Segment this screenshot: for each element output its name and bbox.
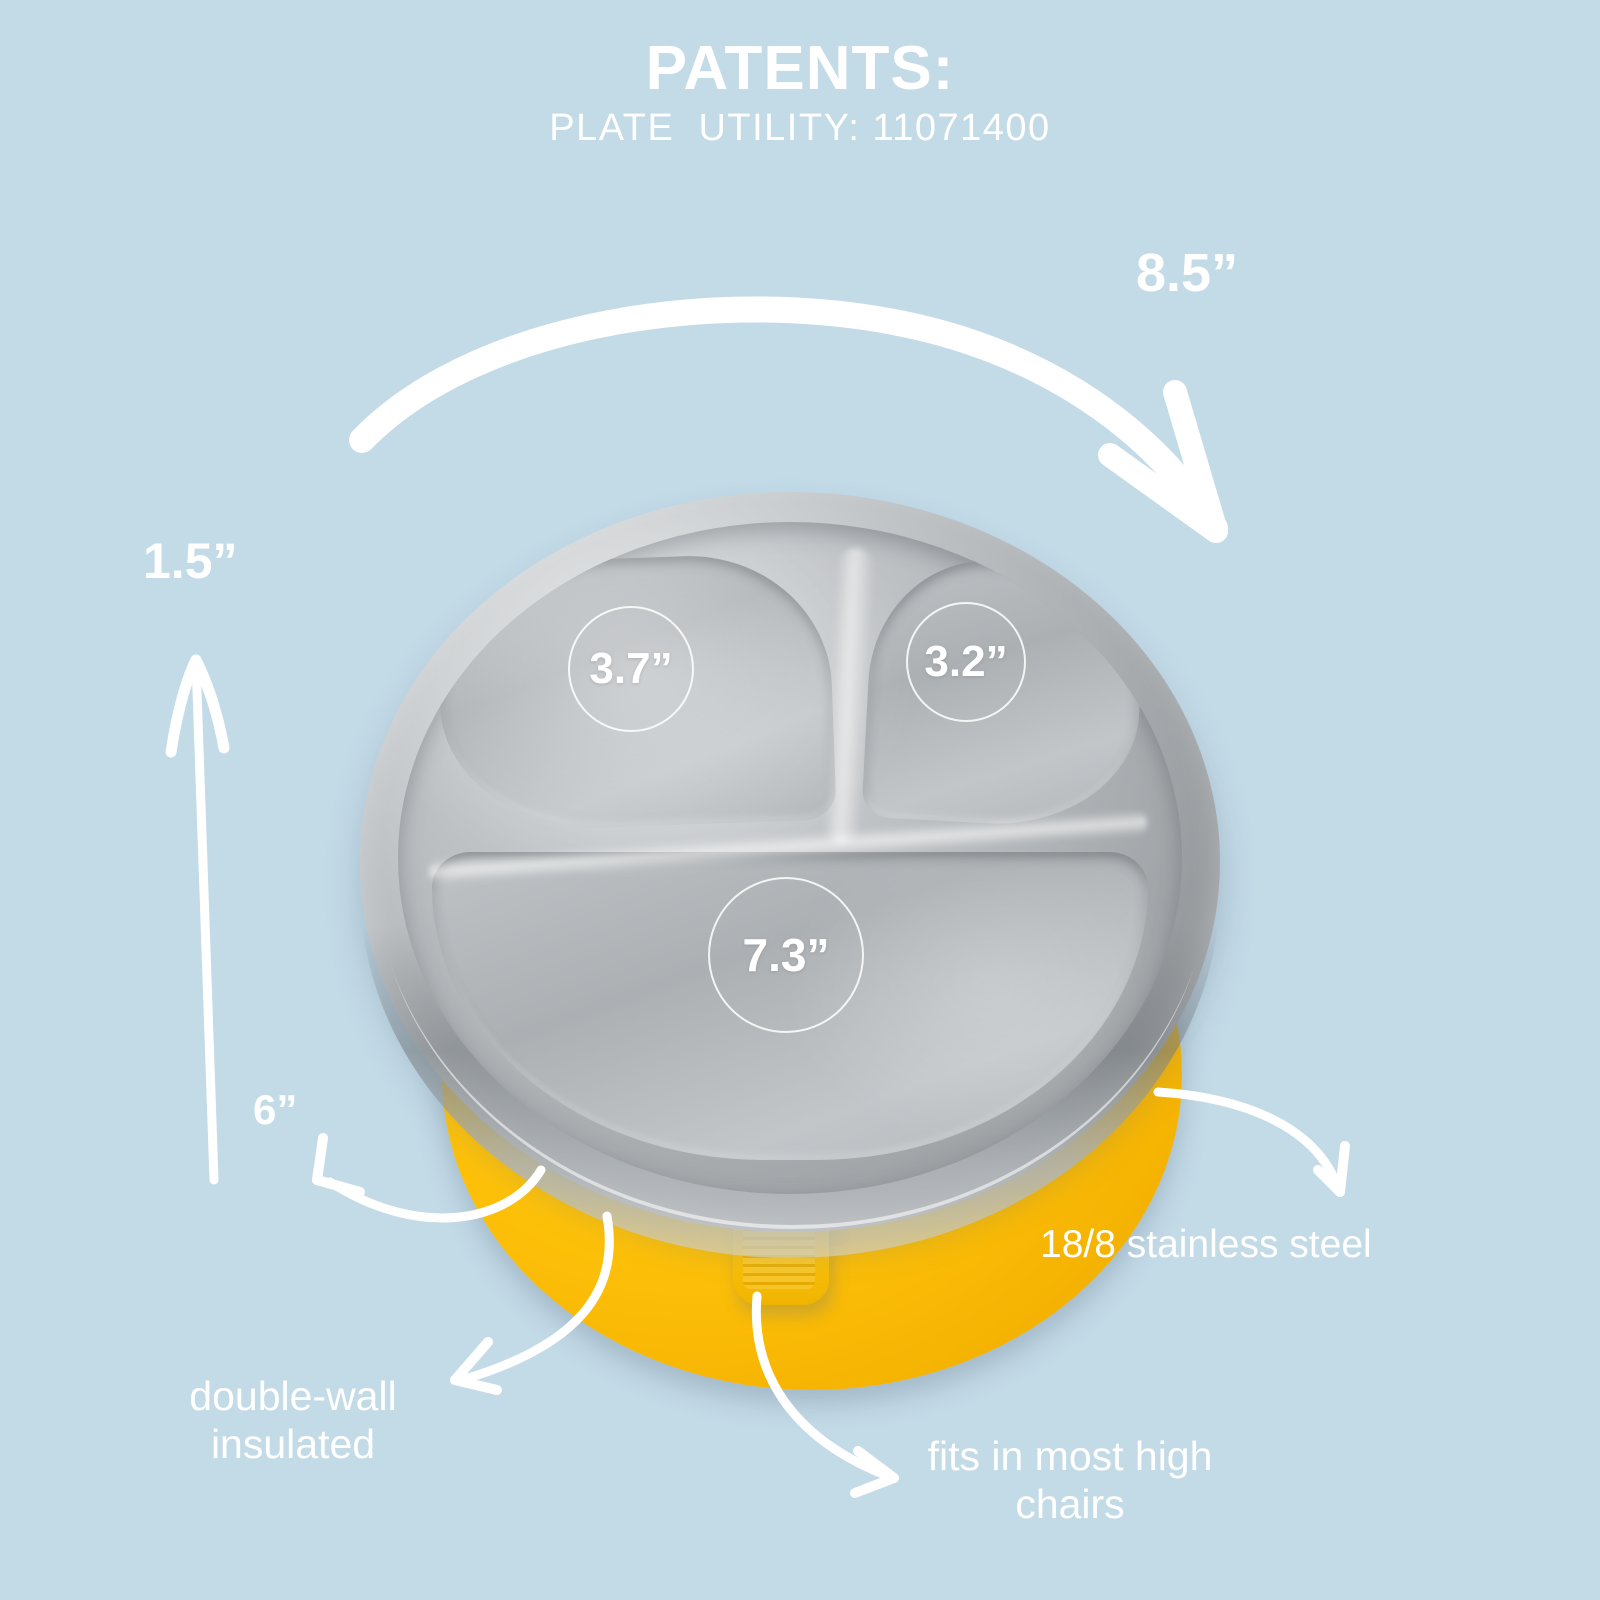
overall-width-label: 8.5”: [1136, 243, 1239, 303]
height-arrow: [165, 654, 230, 1185]
badge-right-compartment: 3.2”: [906, 602, 1026, 722]
badge-bottom-value: 7.3”: [742, 929, 830, 981]
header: PATENTS: PLATE UTILITY: 11071400: [0, 38, 1600, 150]
badge-right-value: 3.2”: [924, 637, 1008, 686]
page-title: PATENTS:: [645, 34, 955, 103]
insulation-caption: double-wall insulated: [189, 1373, 397, 1468]
base-width-label: 6”: [253, 1086, 298, 1133]
highchair-fit-caption: fits in most high chairs: [927, 1433, 1213, 1528]
patent-number-text: PLATE UTILITY: 11071400: [549, 107, 1051, 149]
material-caption: 18/8 stainless steel: [1040, 1223, 1372, 1266]
overall-height-label: 1.5”: [143, 533, 238, 589]
badge-left-value: 3.7”: [589, 644, 673, 693]
plate-inner-well: [398, 522, 1182, 1194]
badge-bottom-compartment: 7.3”: [708, 877, 864, 1033]
product-image: [320, 460, 1260, 1390]
badge-left-compartment: 3.7”: [568, 606, 694, 732]
